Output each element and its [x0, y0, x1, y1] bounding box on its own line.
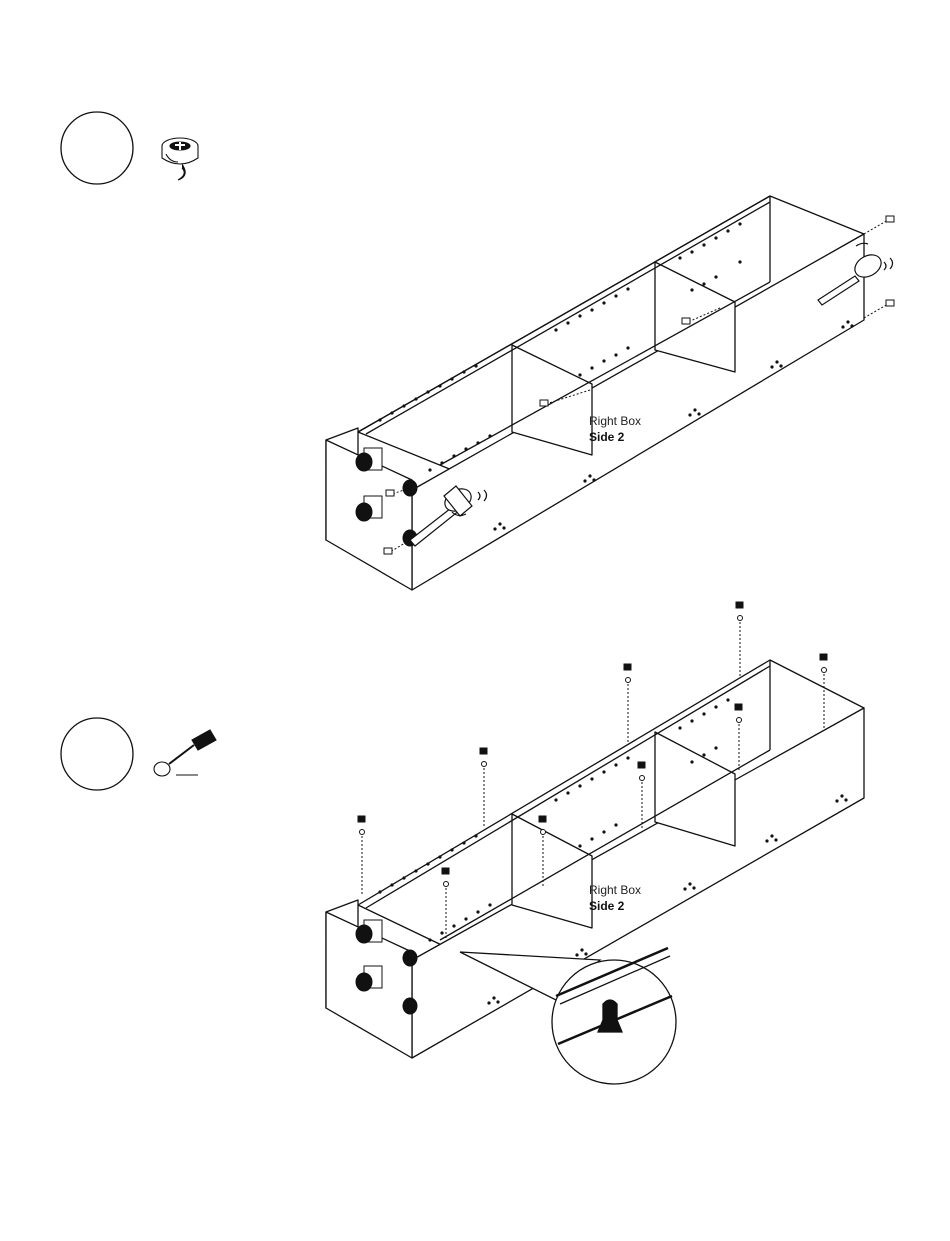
screw	[480, 748, 487, 828]
box-label-line2: Side 2	[589, 430, 625, 444]
box-label-line1: Right Box	[589, 414, 641, 428]
step-2: Right Box Side 2	[61, 602, 864, 1084]
screwdriver-icon	[154, 730, 216, 776]
step-1-number-circle	[61, 112, 133, 184]
step-1: Right Box Side 2	[61, 112, 894, 590]
step-2-number-circle	[61, 718, 133, 790]
box-label-line1: Right Box	[589, 883, 641, 897]
screw	[624, 664, 631, 744]
box-label-line2: Side 2	[589, 899, 625, 913]
cam-lock-icon	[162, 138, 198, 180]
screw	[736, 602, 743, 678]
screw	[358, 816, 365, 895]
detail-callout	[460, 948, 676, 1084]
